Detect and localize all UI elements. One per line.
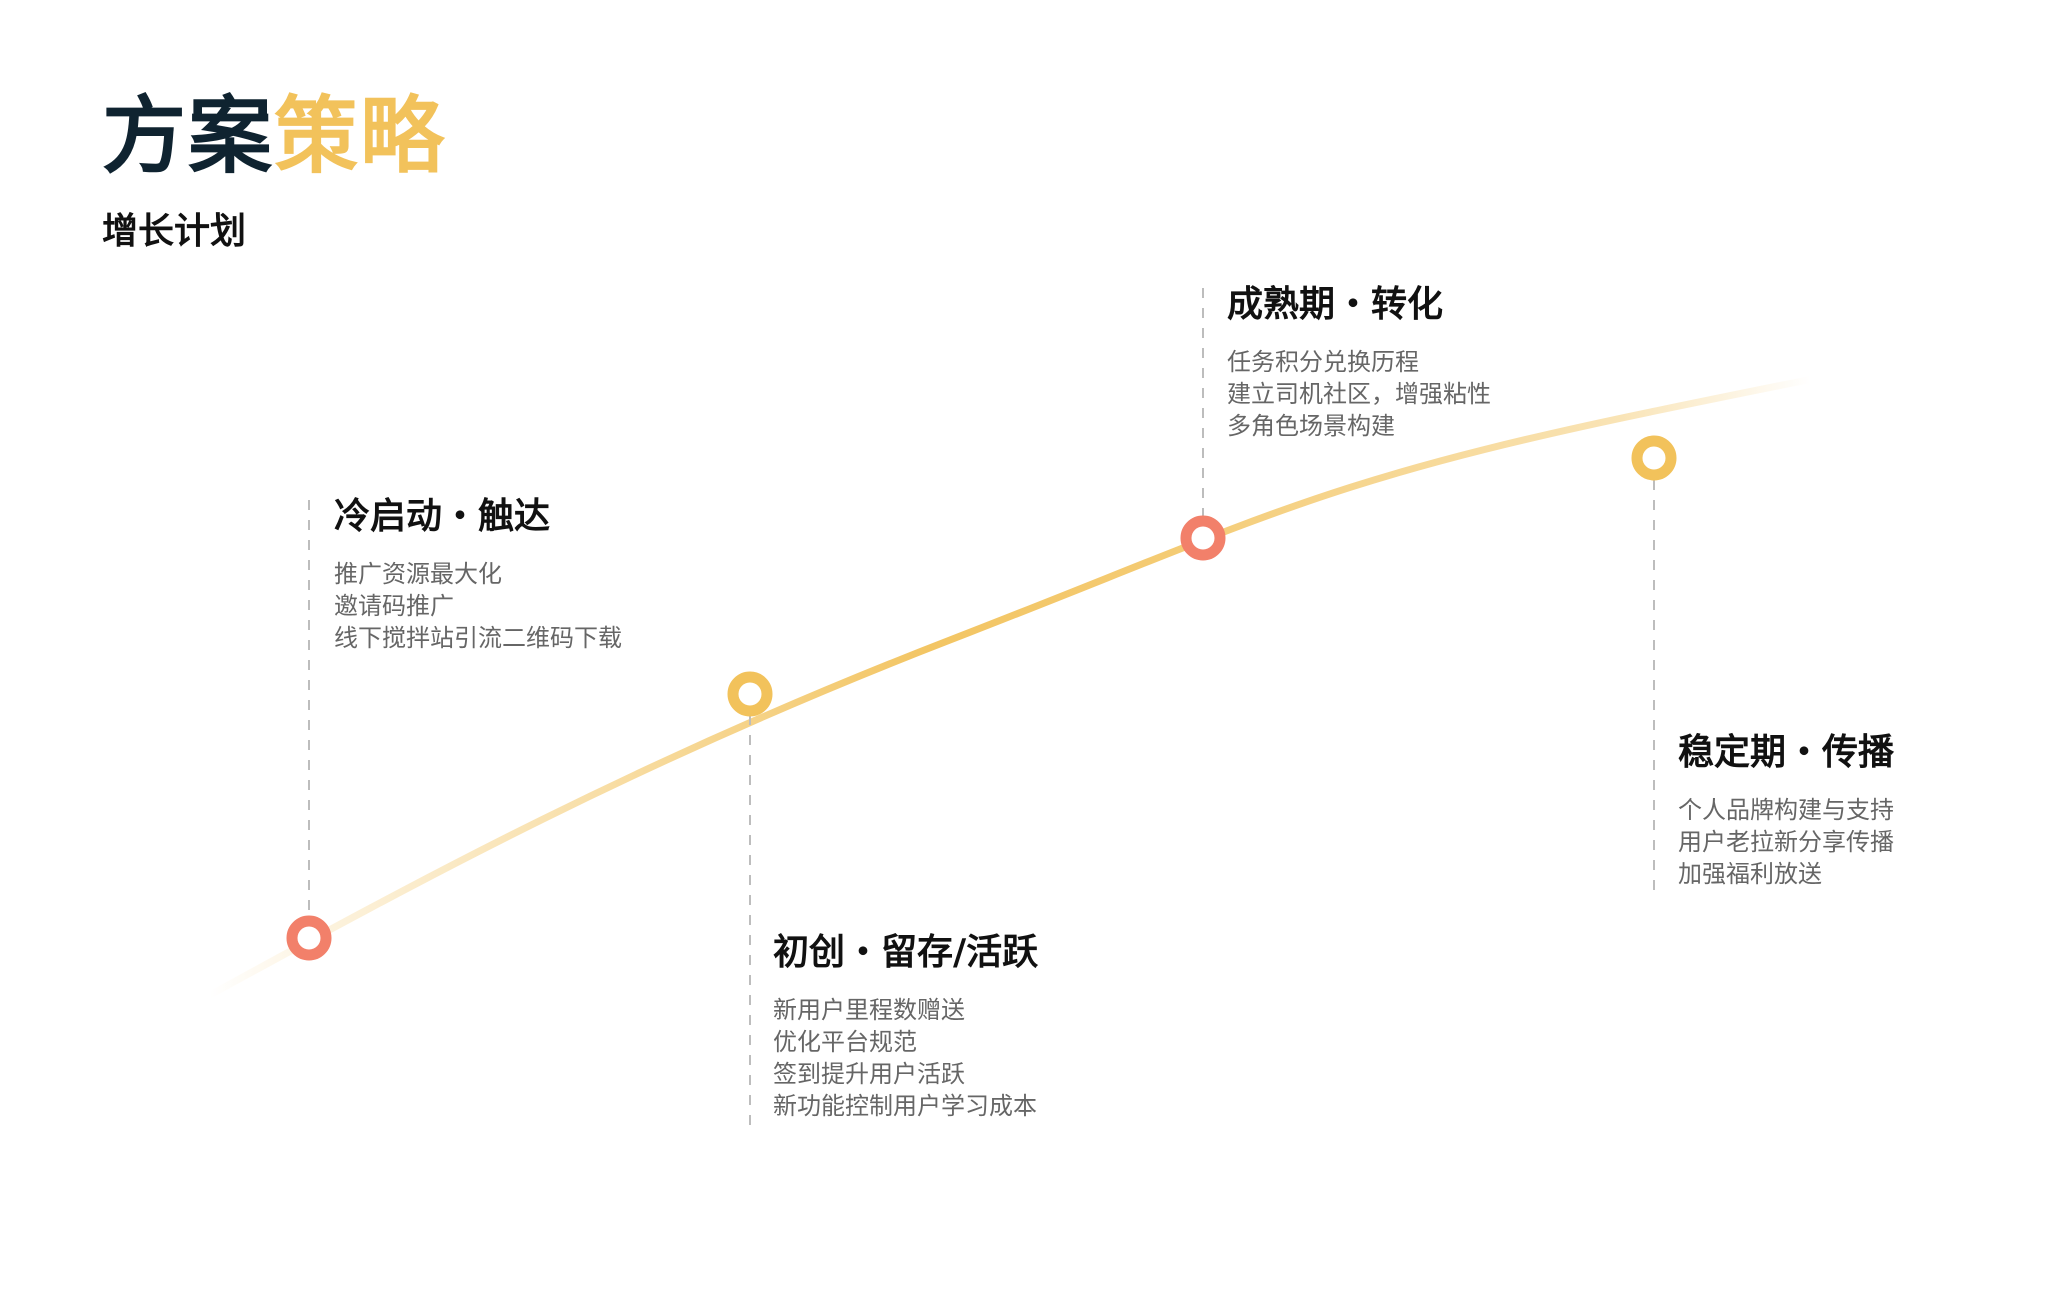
stage-node-2 xyxy=(727,671,773,717)
stage-item: 多角色场景构建 xyxy=(1227,412,1395,440)
stage-node-3 xyxy=(1180,515,1226,561)
stage-cold-start: 冷启动・触达 推广资源最大化 邀请码推广 线下搅拌站引流二维码下载 xyxy=(334,494,622,654)
growth-curve xyxy=(206,367,1863,999)
page-title-accent: 策略 xyxy=(274,87,447,185)
stage-stable: 稳定期・传播 个人品牌构建与支持 用户老拉新分享传播 加强福利放送 xyxy=(1678,730,1894,890)
stage-item: 优化平台规范 xyxy=(773,1028,917,1056)
page-title: 方案策略 xyxy=(102,88,446,185)
stage-title: 冷启动・触达 xyxy=(334,496,551,537)
stage-title: 稳定期・传播 xyxy=(1678,732,1895,773)
stage-item: 线下搅拌站引流二维码下载 xyxy=(334,624,622,652)
stage-item: 个人品牌构建与支持 xyxy=(1678,796,1894,824)
stage-title: 成熟期・转化 xyxy=(1227,284,1444,325)
stage-maturity: 成熟期・转化 任务积分兑换历程 建立司机社区，增强粘性 多角色场景构建 xyxy=(1227,282,1491,442)
stage-node-4 xyxy=(1631,435,1677,481)
stage-node-1 xyxy=(286,915,332,961)
stage-item: 任务积分兑换历程 xyxy=(1227,348,1419,376)
stage-item: 推广资源最大化 xyxy=(334,560,502,588)
stage-item: 用户老拉新分享传播 xyxy=(1678,828,1894,856)
stage-item: 签到提升用户活跃 xyxy=(773,1060,965,1088)
stage-item: 加强福利放送 xyxy=(1678,860,1822,888)
stage-title: 初创・留存/活跃 xyxy=(773,932,1039,973)
stage-item: 新功能控制用户学习成本 xyxy=(773,1092,1037,1120)
stage-item: 邀请码推广 xyxy=(334,592,454,620)
page-subtitle: 增长计划 xyxy=(102,211,247,252)
page-title-main: 方案 xyxy=(102,87,275,185)
stage-startup: 初创・留存/活跃 新用户里程数赠送 优化平台规范 签到提升用户活跃 新功能控制用… xyxy=(773,930,1038,1122)
stage-item: 建立司机社区，增强粘性 xyxy=(1227,380,1491,408)
stage-item: 新用户里程数赠送 xyxy=(773,996,965,1024)
